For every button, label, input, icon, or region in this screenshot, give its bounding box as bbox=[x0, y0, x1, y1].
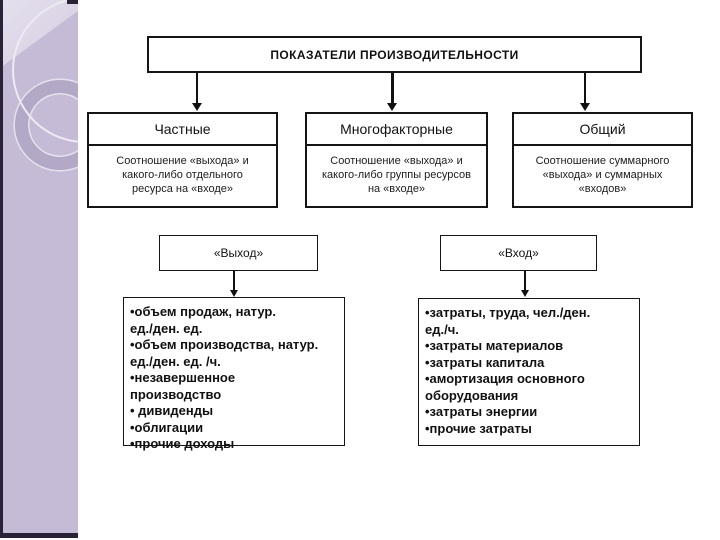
column-chastnye: Частные Соотношение «выхода» и какого-ли… bbox=[87, 112, 278, 208]
column-description: Соотношение «выхода» и какого-либо отдел… bbox=[89, 146, 276, 204]
bullet-line: •объем производства, натур. bbox=[130, 337, 319, 352]
sidebar-left-edge bbox=[0, 0, 3, 538]
bullet-line: •затраты энергии bbox=[425, 404, 538, 419]
description-line: «выхода» и суммарных bbox=[542, 169, 663, 181]
connector-arrow-right bbox=[580, 73, 590, 111]
column-header: Общий bbox=[514, 114, 691, 146]
bullet-line: •объем продаж, натур. bbox=[130, 304, 276, 319]
description-line: на «входе» bbox=[367, 183, 426, 195]
description-line: «входов» bbox=[578, 183, 627, 195]
connector-arrow-input bbox=[521, 271, 529, 297]
sidebar-decoration bbox=[0, 0, 78, 538]
output-label: «Выход» bbox=[213, 246, 264, 260]
bullet-line: •затраты материалов bbox=[425, 338, 564, 353]
bullet-line: ед./ден. ед. bbox=[130, 320, 203, 336]
input-label: «Вход» bbox=[498, 246, 539, 260]
bullet-line: •прочие доходы bbox=[130, 436, 235, 451]
description-line: Соотношение суммарного bbox=[535, 155, 670, 167]
description-line: какого-либо группы ресурсов bbox=[321, 169, 471, 181]
column-header: Многофакторные bbox=[307, 114, 486, 146]
description-line: какого-либо отдельного bbox=[122, 169, 243, 181]
bullet-line: •облигации bbox=[130, 419, 204, 435]
bullet-line: •прочие затраты bbox=[425, 420, 532, 436]
input-label-box: «Вход» bbox=[440, 235, 597, 271]
bullet-line: •затраты капитала bbox=[425, 354, 545, 370]
column-description: Соотношение «выхода» и какого-либо групп… bbox=[307, 146, 486, 204]
diagram-title: ПОКАЗАТЕЛИ ПРОИЗВОДИТЕЛЬНОСТИ bbox=[270, 47, 519, 62]
output-label-box: «Выход» bbox=[159, 235, 318, 271]
description-line: ресурса на «входе» bbox=[131, 183, 234, 195]
output-items-box: •объем продаж, натур. ед./ден. ед. •объе… bbox=[123, 297, 345, 451]
bullet-line: • дивиденды bbox=[130, 403, 214, 418]
bullet-line: •амортизация основного bbox=[425, 371, 585, 386]
bullet-line: ед./ден. ед. /ч. bbox=[130, 353, 221, 369]
connector-arrow-middle bbox=[387, 73, 397, 111]
connector-arrow-left bbox=[192, 73, 202, 111]
column-mnogofaktornye: Многофакторные Соотношение «выхода» и ка… bbox=[305, 112, 488, 208]
diagram-title-box: ПОКАЗАТЕЛИ ПРОИЗВОДИТЕЛЬНОСТИ bbox=[147, 36, 642, 73]
column-description: Соотношение суммарного «выхода» и суммар… bbox=[514, 146, 691, 204]
bullet-line: ед./ч. bbox=[425, 321, 459, 337]
sidebar-bottom-bar bbox=[0, 533, 78, 538]
bullet-line: •затраты, труда, чел./ден. bbox=[425, 305, 591, 320]
bullet-line: •незавершенное bbox=[130, 370, 236, 385]
bullet-line: оборудования bbox=[425, 387, 519, 403]
bullet-line: производство bbox=[130, 386, 222, 402]
column-header: Частные bbox=[89, 114, 276, 146]
description-line: Соотношение «выхода» и bbox=[330, 155, 463, 167]
input-items-box: •затраты, труда, чел./ден. ед./ч. •затра… bbox=[418, 298, 640, 446]
connector-arrow-output bbox=[230, 271, 238, 297]
description-line: Соотношение «выхода» и bbox=[116, 155, 249, 167]
column-obshchiy: Общий Соотношение суммарного «выхода» и … bbox=[512, 112, 693, 208]
sidebar-top-corner-accent bbox=[67, 0, 78, 4]
